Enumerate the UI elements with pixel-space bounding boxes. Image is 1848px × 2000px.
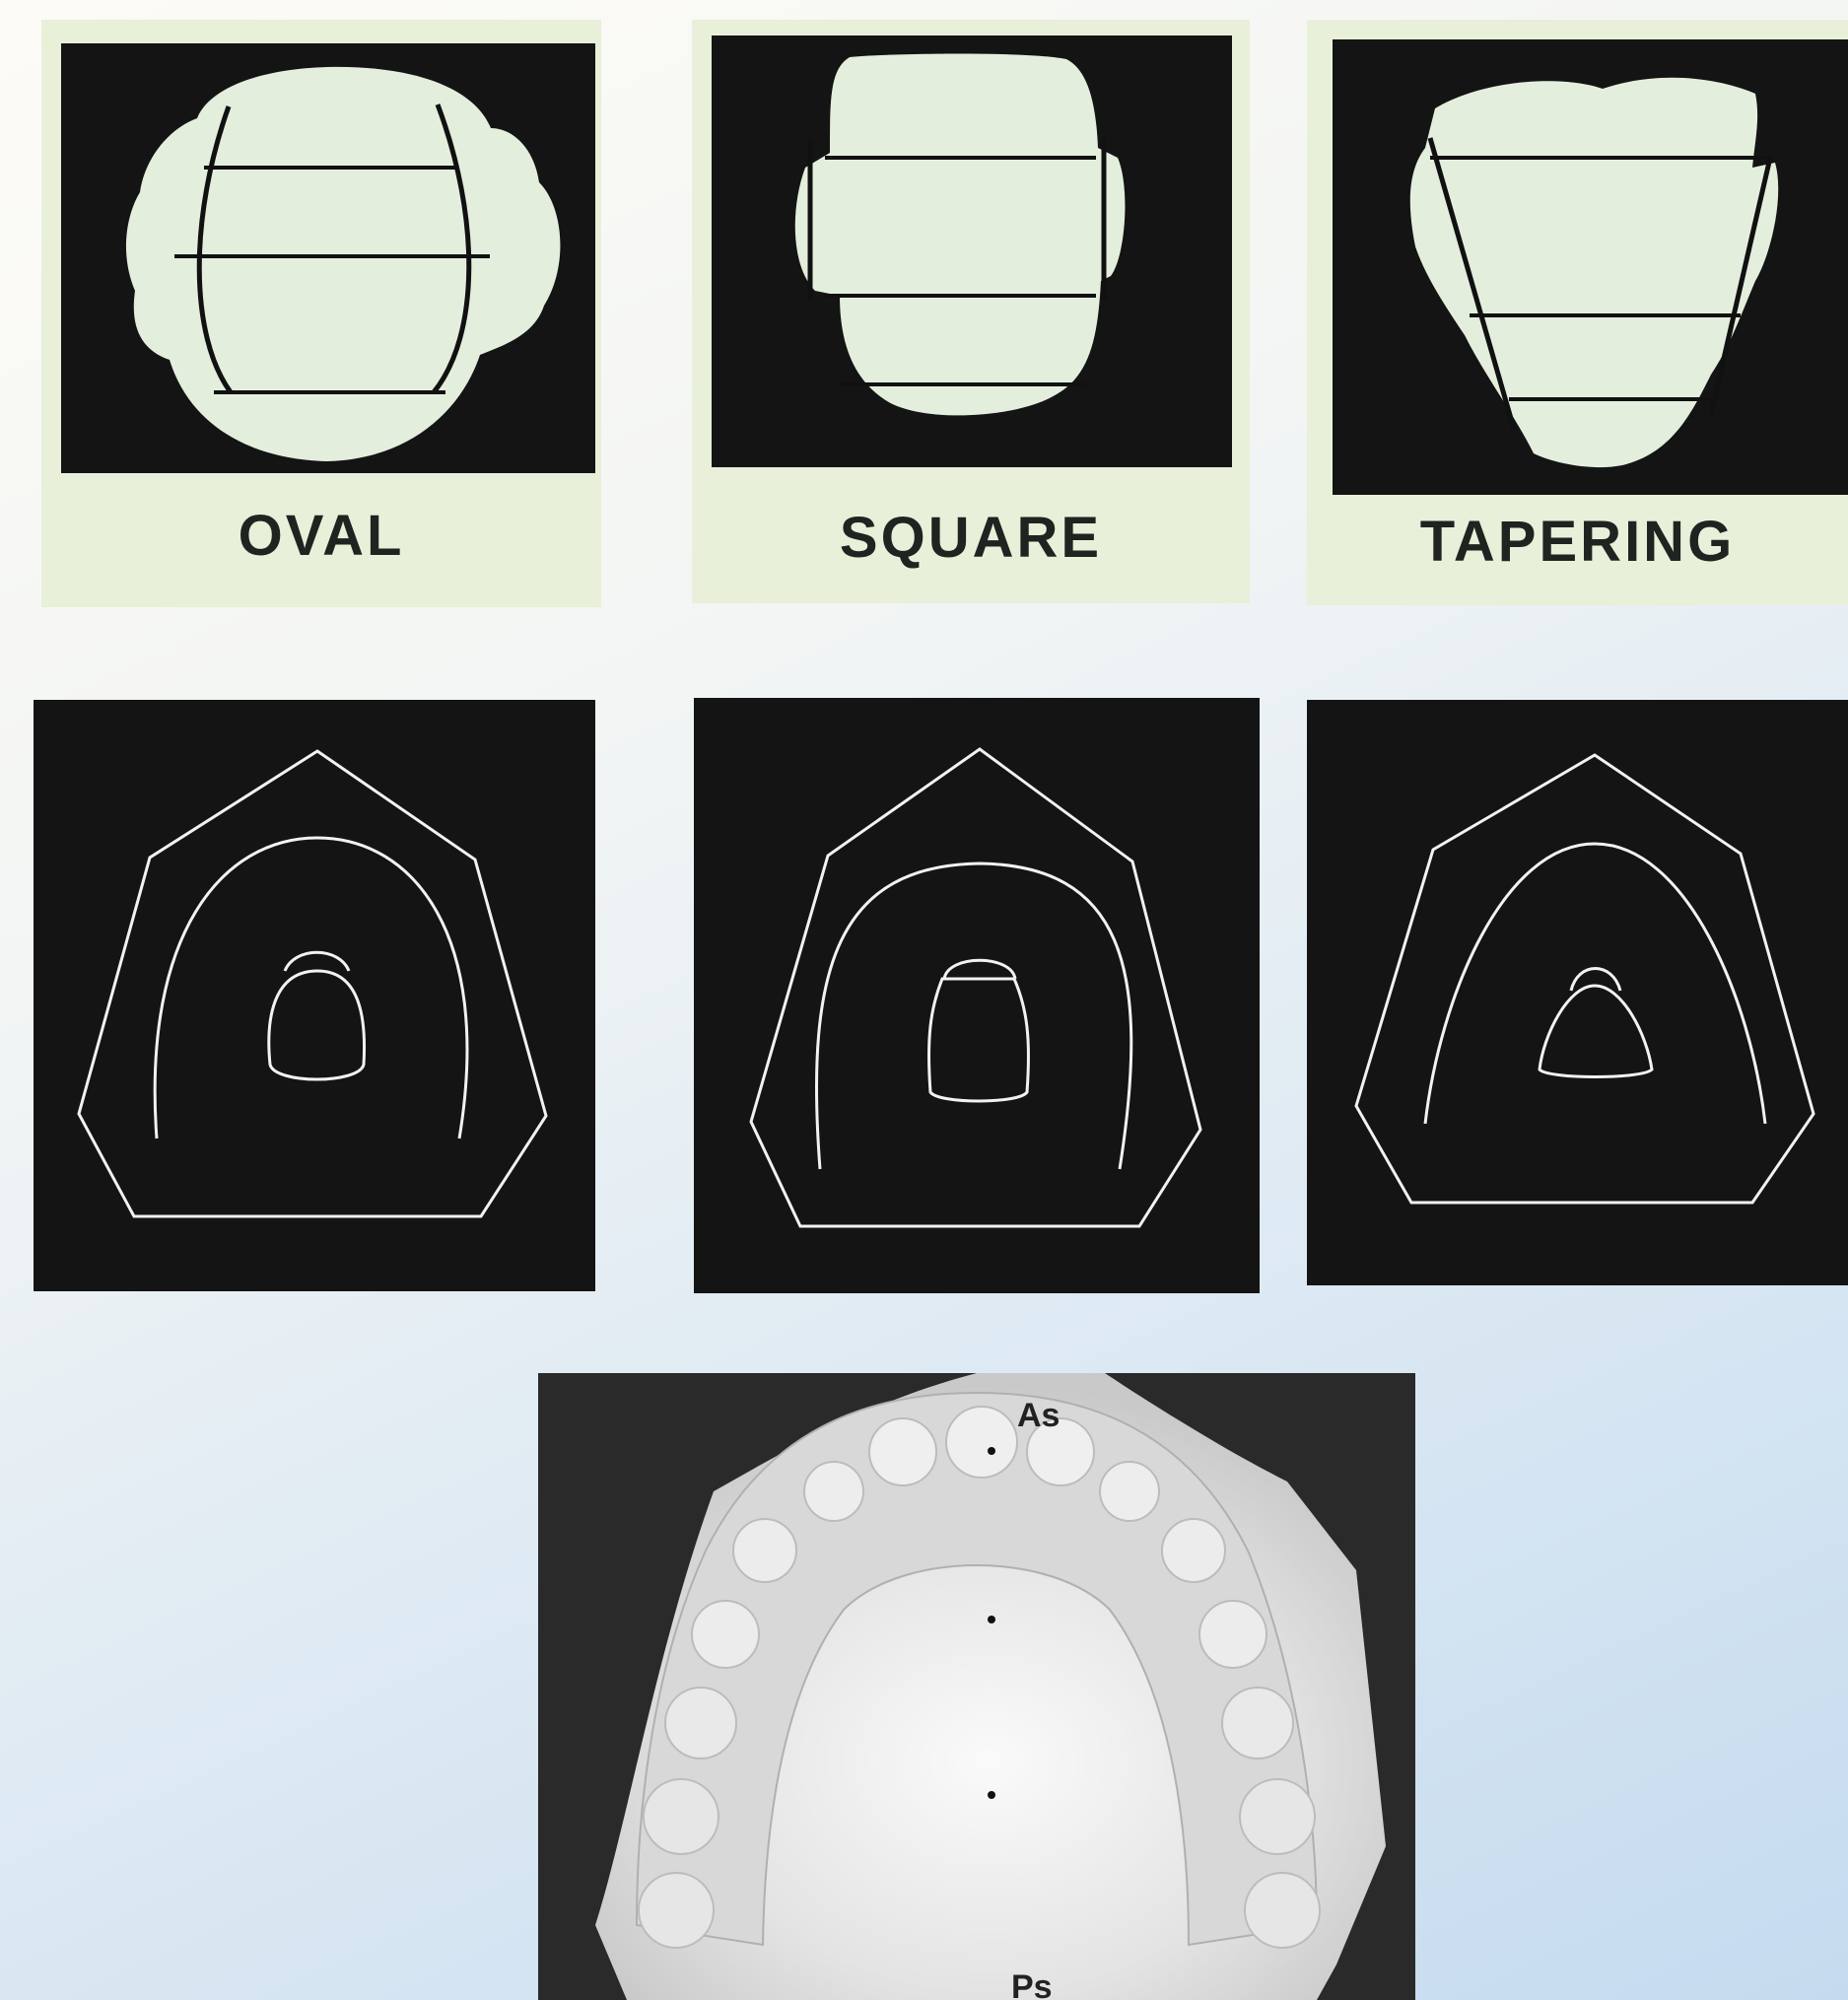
square-arch-icon [694,698,1260,1293]
oval-arch-icon [34,700,595,1291]
face-label-square: SQUARE [692,505,1250,571]
face-card-square: SQUARE [692,20,1250,603]
face-card-tapering: TAPERING [1307,20,1848,605]
landmark-label-as: As [1017,1397,1060,1435]
landmark-label-ps: Ps [1011,1968,1053,2000]
arch-panel-oval [34,700,595,1291]
face-label-tapering: TAPERING [1307,509,1848,575]
tapering-arch-icon [1307,700,1848,1285]
arch-panel-square [694,698,1260,1293]
arch-panel-tapering [1307,700,1848,1285]
face-card-oval: OVAL [41,20,601,607]
face-label-oval: OVAL [41,503,601,569]
dental-cast-photo: As Ps [538,1373,1415,2000]
maxillary-cast-icon [538,1373,1415,2000]
